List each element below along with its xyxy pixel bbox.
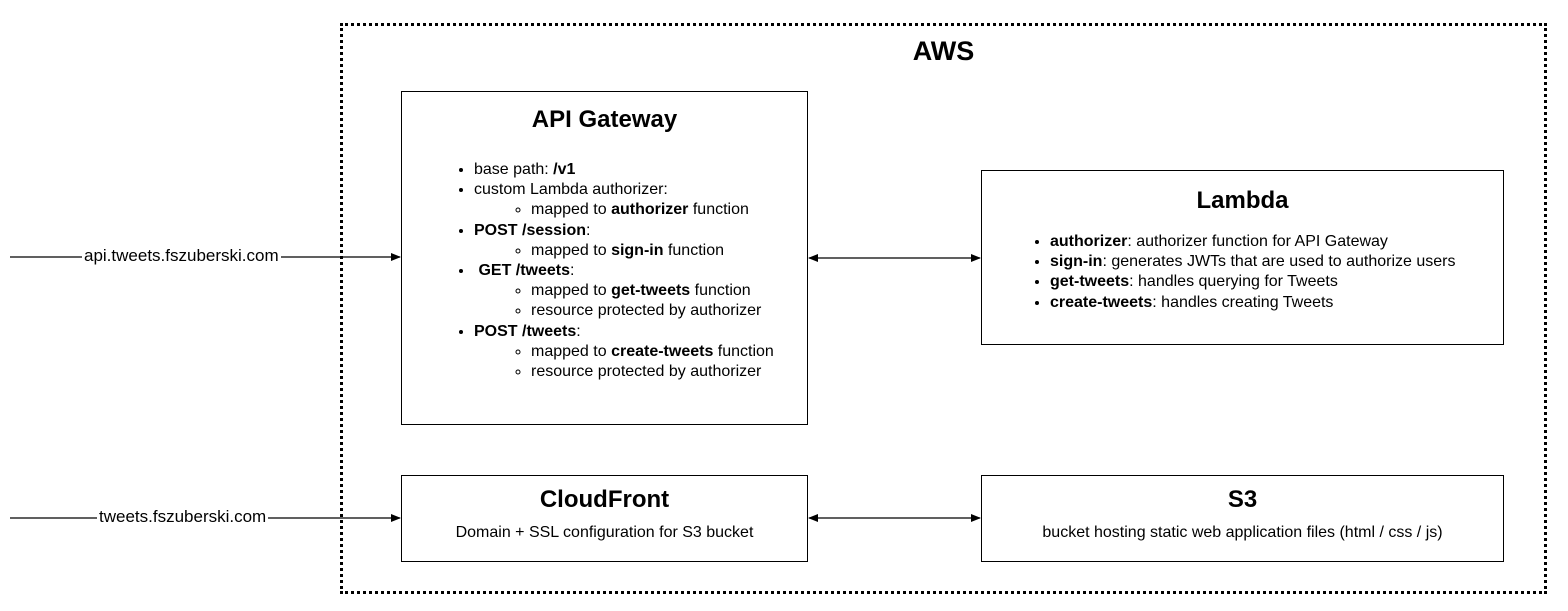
list-item: base path: /v1 [474,160,807,180]
cloudfront-description: Domain + SSL configuration for S3 bucket [455,524,754,541]
list-item: create-tweets: handles creating Tweets [1050,293,1503,313]
lambda-function-list: authorizer: authorizer function for API … [982,232,1503,313]
s3-title: S3 [1227,486,1258,513]
web-domain-label: tweets.fszuberski.com [97,507,269,527]
list-item: mapped to authorizer function [531,200,807,220]
list-item: POST /session: mapped to sign-in functio… [474,221,807,261]
cloudfront-box[interactable]: CloudFront Domain + SSL configuration fo… [401,475,808,562]
post-tweets-route: POST /tweets [474,322,577,340]
lambda-title: Lambda [1196,187,1289,214]
session-route: POST /session [474,221,587,239]
lambda-box[interactable]: Lambda authorizer: authorizer function f… [981,170,1504,345]
list-item: resource protected by authorizer [531,301,807,321]
list-item: mapped to get-tweets function [531,281,807,301]
cloudfront-title: CloudFront [539,486,670,513]
list-item: authorizer: authorizer function for API … [1050,232,1503,252]
s3-box[interactable]: S3 bucket hosting static web application… [981,475,1504,562]
list-item: resource protected by authorizer [531,362,807,382]
api-domain-label: api.tweets.fszuberski.com [82,246,281,266]
list-item: mapped to create-tweets function [531,342,807,362]
aws-boundary [340,23,1547,594]
api-gateway-title: API Gateway [531,106,678,133]
api-gateway-box[interactable]: API Gateway base path: /v1 custom Lambda… [401,91,808,425]
api-gateway-list: base path: /v1 custom Lambda authorizer:… [402,160,807,382]
list-item: custom Lambda authorizer: mapped to auth… [474,180,807,220]
list-item: GET /tweets: mapped to get-tweets functi… [474,261,807,322]
aws-title: AWS [912,36,975,66]
get-tweets-route: GET /tweets [474,262,571,280]
list-item: get-tweets: handles querying for Tweets [1050,272,1503,292]
s3-description: bucket hosting static web application fi… [1042,524,1443,541]
list-item: mapped to sign-in function [531,241,807,261]
list-item: POST /tweets: mapped to create-tweets fu… [474,322,807,383]
base-path: /v1 [553,161,576,178]
list-item: sign-in: generates JWTs that are used to… [1050,252,1503,272]
